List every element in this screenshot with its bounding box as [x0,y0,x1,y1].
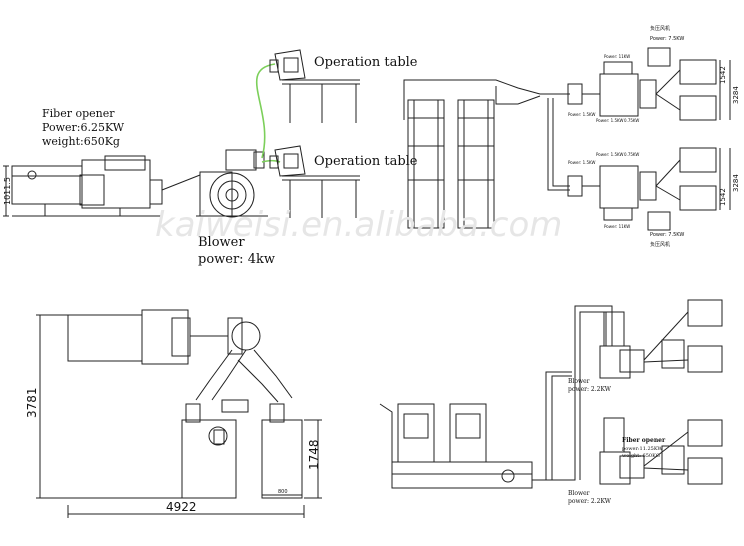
blower-upper-title: Blower [568,378,590,385]
dim-3284-top: 3284 [732,86,740,104]
fiber-opener-title: Fiber opener [42,107,115,120]
small-label-7: 0.75KW [624,152,639,157]
branch-upper [567,47,731,121]
dim-3284-bottom: 3284 [732,174,740,192]
fiber-opener-weight: weight:650Kg [42,135,120,148]
operation-table-upper-label: Operation table [314,55,418,70]
small-label-5: Power: 1.5KW [568,160,595,165]
dim-1748: 1748 [307,439,321,470]
dim-3781: 3781 [25,387,39,418]
power-label-top: Power: 7.5KW [650,36,684,42]
small-label-2: Power: 1.5KW [568,112,595,117]
operation-table-upper [269,49,360,123]
green-pipe [255,63,276,159]
hopper-right [457,99,495,229]
fiber-opener-br-title: Fiber opener [622,437,666,444]
fiber-opener-power: Power:6.25KW [42,121,125,134]
blower-power: power: 4kw [198,252,275,267]
fiber-opener-br-power: power:11.25KW [622,446,663,452]
chinese-label-top: 负压风机 [650,25,670,32]
green-pipe-2 [261,159,281,163]
blower-upper-power: power: 2.2KW [568,386,612,393]
blower-lower-title: Blower [568,490,590,497]
fiber-opener-br-weight: weight: 650KG [622,453,660,459]
blower-unit [196,149,268,218]
small-label-4: 0.75KW [624,118,639,123]
height-dimension-label: 1011.5 [3,177,12,205]
dim-1542-top: 1542 [719,66,727,84]
operation-table-lower [269,145,360,218]
small-label-3: Power: 1.5KW [596,118,623,123]
power-label-bottom: Power: 7.5KW [650,232,684,238]
branch-lower [567,147,731,231]
watermark: kaiweisi.en.alibaba.com [155,205,562,245]
small-label-6: Power: 1.5KW [596,152,623,157]
panel-bottom-right [379,299,723,489]
panel-top-left [3,49,360,218]
blower-title: Blower [198,235,245,250]
fiber-opener-machine [3,155,201,217]
operation-table-lower-label: Operation table [314,154,418,169]
hopper-left [407,99,445,229]
panel-top-right [403,47,731,231]
small-label-1: Power: 11KW [604,54,630,59]
small-label-8: Power: 11KW [604,224,630,229]
chinese-label-bottom: 负压风机 [650,241,670,248]
panel-bottom-left [36,309,322,518]
dim-4922: 4922 [166,500,197,514]
dim-800: 800 [278,489,288,495]
dim-1542-bottom: 1542 [719,188,727,206]
blower-lower-power: power: 2.2KW [568,498,612,505]
